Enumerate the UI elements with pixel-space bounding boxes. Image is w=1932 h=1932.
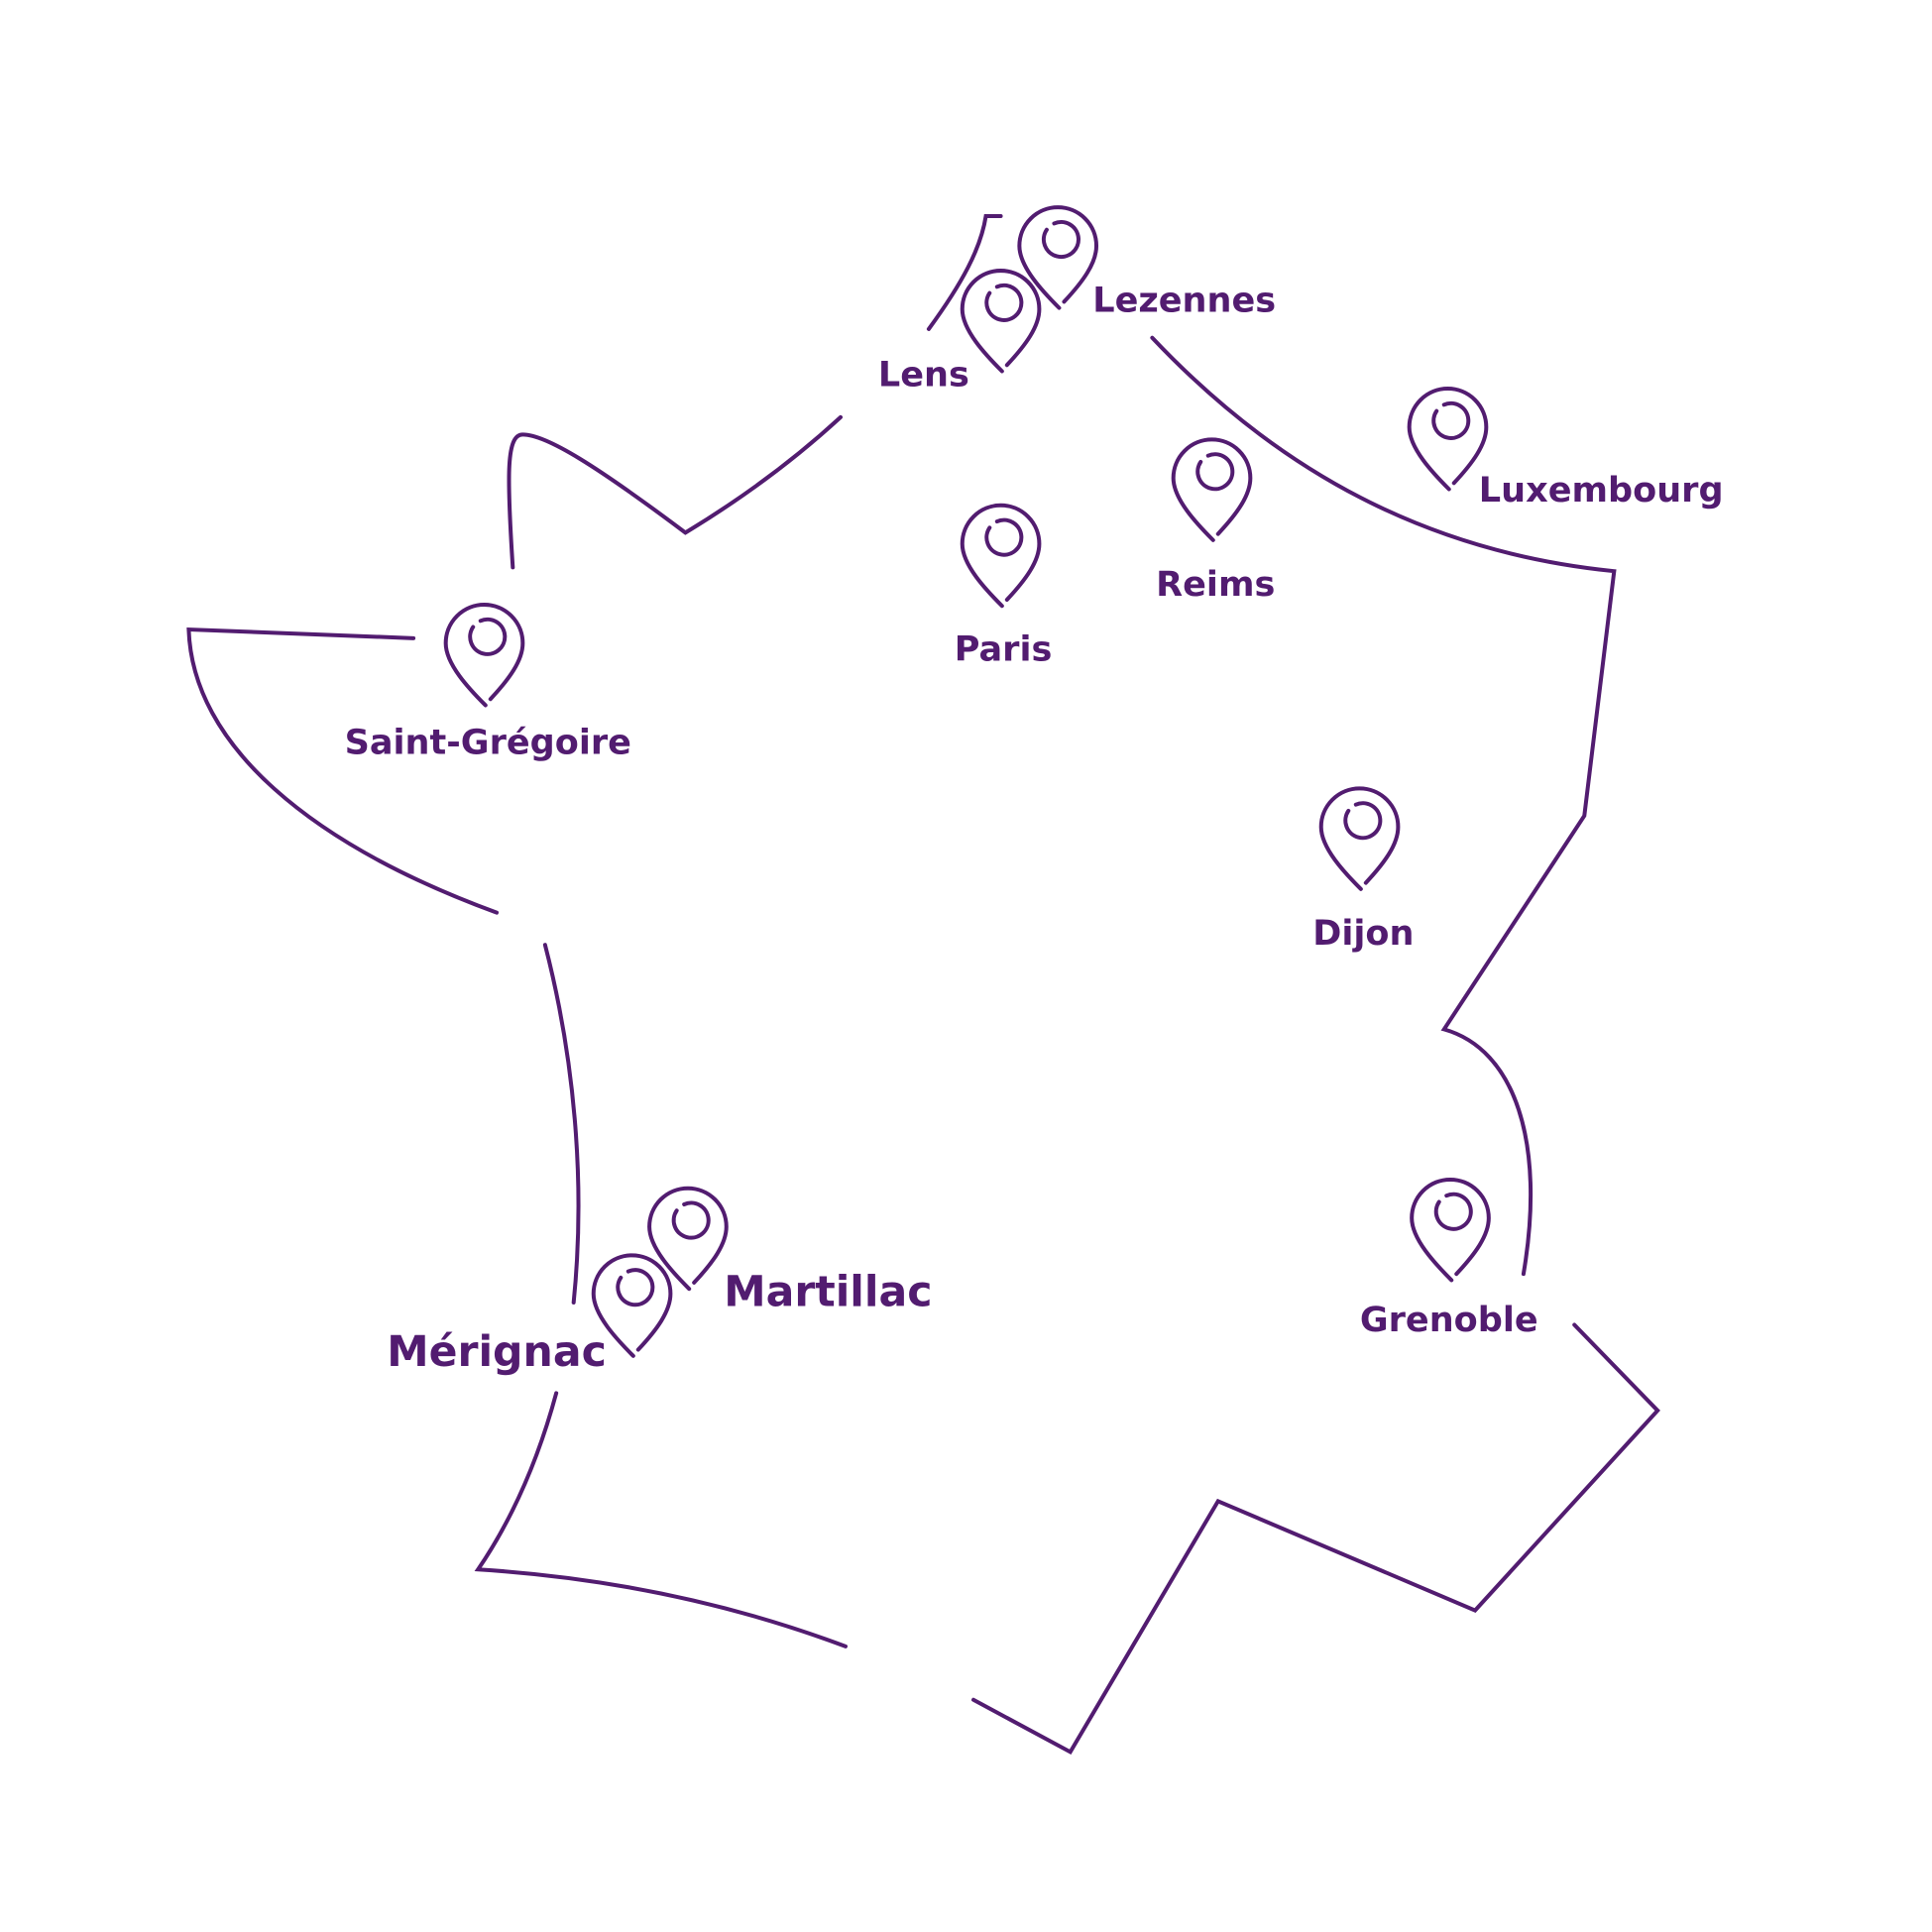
- pin-inner-circle: [1431, 400, 1471, 440]
- outline-segment: [186, 626, 500, 915]
- pin-outline: [1407, 387, 1489, 492]
- pin-outline: [591, 1253, 673, 1358]
- location-label-martillac: Martillac: [724, 1268, 932, 1317]
- map-pin-icon[interactable]: [647, 1186, 729, 1292]
- pin-inner-circle: [468, 617, 508, 656]
- pin-inner-circle: [671, 1200, 711, 1240]
- outline-segment: [971, 1322, 1660, 1756]
- map-pin-icon[interactable]: [1017, 205, 1099, 310]
- pin-outline: [960, 503, 1042, 609]
- location-label-lens: Lens: [878, 355, 969, 396]
- location-label-saint-gregoire: Saint-Grégoire: [345, 722, 631, 762]
- location-labels: Lezennes Lens Luxembourg Reims Paris Sai…: [345, 280, 1724, 1376]
- map-pin-icon[interactable]: [960, 503, 1042, 609]
- pin-outline: [647, 1186, 729, 1292]
- pin-inner-circle: [1343, 801, 1383, 841]
- map-pin-icon[interactable]: [1410, 1177, 1491, 1283]
- outline-segment: [926, 213, 1003, 331]
- map-pin-icon[interactable]: [960, 269, 1042, 374]
- location-label-reims: Reims: [1156, 564, 1275, 605]
- pin-inner-circle: [1433, 1192, 1473, 1231]
- outline-segment: [474, 1391, 849, 1648]
- location-label-merignac: Mérignac: [387, 1327, 607, 1377]
- location-label-luxembourg: Luxembourg: [1479, 470, 1724, 511]
- map-pin-icon[interactable]: [1171, 437, 1253, 542]
- outline-segment: [542, 943, 581, 1305]
- pin-inner-circle: [984, 517, 1024, 557]
- map-pin-icon[interactable]: [443, 603, 525, 708]
- location-label-grenoble: Grenoble: [1360, 1300, 1538, 1340]
- pin-outline: [960, 269, 1042, 374]
- location-label-dijon: Dijon: [1312, 913, 1414, 954]
- pin-outline: [1410, 1177, 1491, 1283]
- pin-inner-circle: [1195, 452, 1235, 492]
- pin-inner-circle: [984, 283, 1024, 322]
- outline-segment: [507, 414, 843, 570]
- pin-outline: [1171, 437, 1253, 542]
- map-pin-icon[interactable]: [1407, 387, 1489, 492]
- pin-outline: [443, 603, 525, 708]
- pin-outline: [1318, 786, 1401, 891]
- france-outline: [186, 213, 1660, 1756]
- pin-inner-circle: [1041, 220, 1080, 260]
- map-pin-icon[interactable]: [591, 1253, 673, 1358]
- pin-outline: [1017, 205, 1099, 310]
- outline-segment: [1150, 335, 1617, 1277]
- pin-inner-circle: [616, 1268, 655, 1307]
- location-label-lezennes: Lezennes: [1092, 280, 1276, 320]
- map-pin-icon[interactable]: [1318, 786, 1401, 891]
- location-label-paris: Paris: [955, 628, 1053, 669]
